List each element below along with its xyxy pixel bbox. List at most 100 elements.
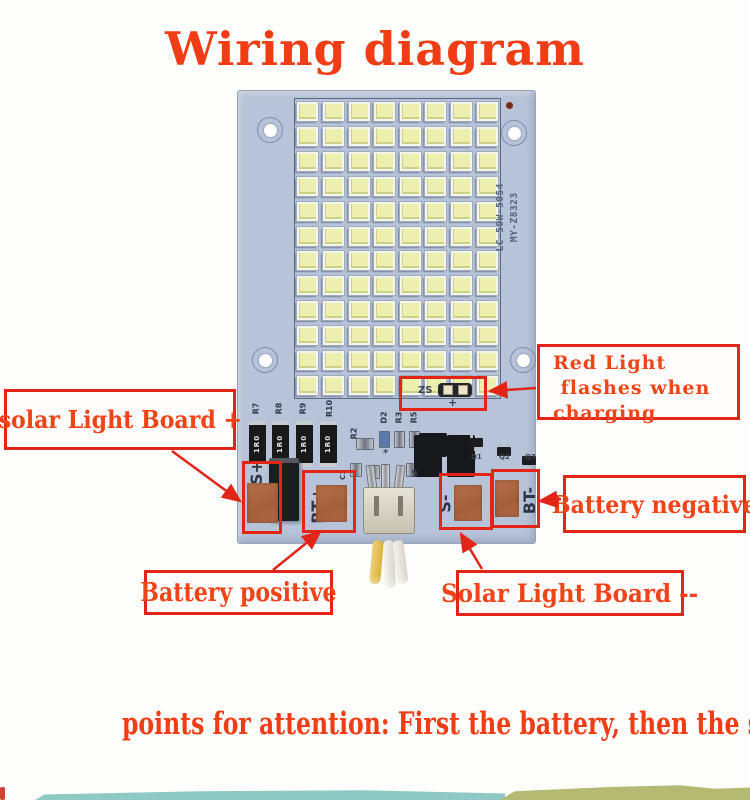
- led-chip: [424, 200, 448, 222]
- led-chip: [398, 300, 422, 322]
- highlight-box-bt-minus: [491, 469, 540, 528]
- smd-r3: [394, 431, 405, 448]
- led-chip: [475, 125, 499, 147]
- led-chip: [296, 125, 320, 147]
- led-chip: [321, 150, 345, 172]
- board-code-line2: MY-Z8323: [509, 192, 520, 243]
- zs-plus-label: +: [448, 396, 458, 409]
- bottom-strip-red: [0, 787, 5, 800]
- led-chip: [398, 175, 422, 197]
- label-q3: Q3: [525, 453, 536, 461]
- annotation-battery-negative: Battery negative: [552, 475, 750, 533]
- led-chip: [373, 175, 397, 197]
- led-chip: [424, 350, 448, 372]
- led-chip: [475, 325, 499, 347]
- led-chip: [347, 100, 371, 122]
- wire-connector: [363, 487, 415, 534]
- highlight-box-charge-led: [399, 376, 487, 411]
- led-chip: [373, 225, 397, 247]
- led-chip: [373, 200, 397, 222]
- smd-r2: [356, 438, 374, 450]
- zs-label: ZS: [418, 385, 433, 396]
- annotation-red-light: Red Light flashes when charging: [537, 344, 740, 424]
- led-chip: [475, 275, 499, 297]
- led-chip: [398, 100, 422, 122]
- pad-s-minus: [454, 485, 482, 521]
- led-chip: [296, 300, 320, 322]
- led-chip: [475, 175, 499, 197]
- led-chip: [321, 300, 345, 322]
- transistor-q3: [522, 452, 536, 469]
- resistor-r9: 1R0: [296, 421, 313, 467]
- bottom-note: points for attention: First the battery,…: [121, 706, 750, 742]
- led-chip: [373, 275, 397, 297]
- led-chip: [450, 125, 474, 147]
- label-r5: R5: [409, 411, 419, 424]
- star-mark: *: [383, 448, 389, 459]
- highlight-box-bt-plus: [302, 470, 356, 533]
- ic-label: 5: [411, 469, 418, 480]
- pad-bt-plus: [316, 485, 347, 522]
- board-red-dot: [506, 102, 513, 109]
- led-chip: [347, 325, 371, 347]
- led-chip: [373, 150, 397, 172]
- led-chip: [450, 250, 474, 272]
- led-chip: [398, 250, 422, 272]
- pad-bt-minus: [495, 480, 519, 517]
- led-chip: [424, 250, 448, 272]
- led-chip: [424, 150, 448, 172]
- led-chip: [450, 225, 474, 247]
- led-chip: [424, 325, 448, 347]
- led-chip: [424, 225, 448, 247]
- arrow-solar-plus: [171, 449, 243, 503]
- led-grid: [294, 98, 501, 399]
- led-chip: [424, 300, 448, 322]
- led-chip: [296, 275, 320, 297]
- board-code-line1: LC-50W-5054: [494, 183, 506, 252]
- led-chip: [321, 375, 345, 397]
- led-chip: [398, 350, 422, 372]
- led-chip: [450, 175, 474, 197]
- highlight-box-s-minus: [439, 473, 493, 530]
- led-chip: [321, 325, 345, 347]
- annotation-solar-plus: solar Light Board +: [0, 389, 242, 450]
- led-chip: [373, 250, 397, 272]
- led-chip: [321, 125, 345, 147]
- led-chip: [347, 225, 371, 247]
- led-chip: [475, 350, 499, 372]
- led-chip: [424, 100, 448, 122]
- led-chip: [450, 275, 474, 297]
- led-chip: [373, 125, 397, 147]
- led-chip: [450, 100, 474, 122]
- led-chip: [450, 300, 474, 322]
- led-chip: [296, 100, 320, 122]
- resistor-r10: 1R0: [320, 421, 337, 467]
- led-chip: [424, 125, 448, 147]
- page-title: Wiring diagram: [165, 22, 585, 76]
- annotation-battery-positive: Battery positive: [140, 570, 337, 615]
- led-chip: [475, 150, 499, 172]
- mounting-hole-mid-left: [252, 347, 278, 373]
- led-chip: [296, 200, 320, 222]
- led-chip: [398, 200, 422, 222]
- led-chip: [321, 100, 345, 122]
- transistor-q2: [497, 443, 511, 460]
- led-chip: [347, 250, 371, 272]
- led-chip: [296, 250, 320, 272]
- led-chip: [398, 150, 422, 172]
- led-chip: [347, 125, 371, 147]
- led-chip: [450, 150, 474, 172]
- led-chip: [296, 175, 320, 197]
- led-chip: [475, 225, 499, 247]
- annotation-solar-minus: Solar Light Board --: [441, 570, 699, 616]
- led-chip: [347, 150, 371, 172]
- led-chip: [321, 225, 345, 247]
- led-chip: [373, 300, 397, 322]
- board-code: LC-50W-5054 MY-Z8323: [494, 172, 523, 262]
- label-r3: R3: [394, 411, 404, 424]
- resistor-label-r9: R9: [298, 402, 308, 415]
- led-chip: [347, 300, 371, 322]
- smd-d2: [379, 431, 390, 448]
- charge-indicator-led: [438, 383, 472, 397]
- led-chip: [373, 350, 397, 372]
